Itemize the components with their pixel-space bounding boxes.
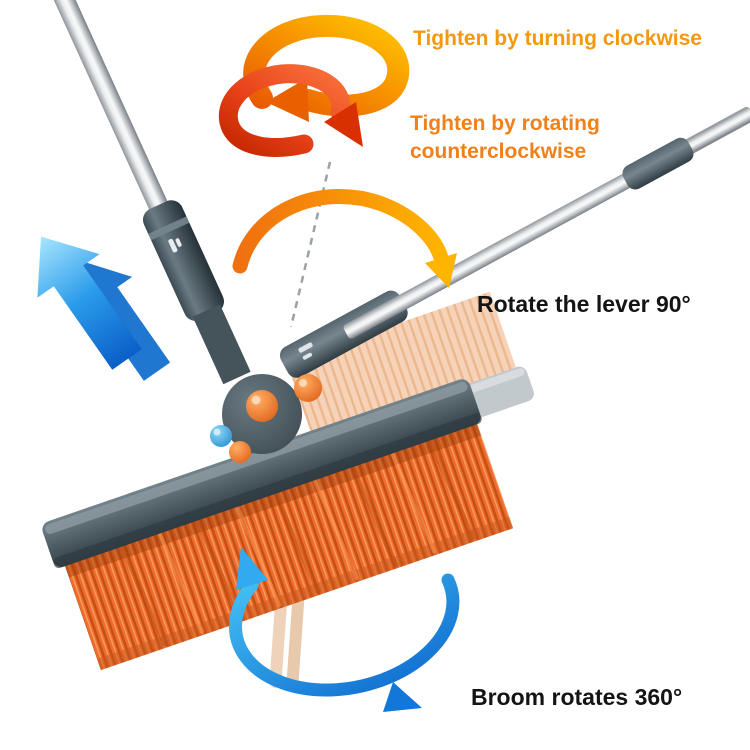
counterclockwise-arrow — [218, 64, 363, 157]
telescopic-collar — [622, 137, 694, 190]
annotation-tighten-clockwise: Tighten by turning clockwise — [413, 27, 702, 50]
annotation-broom-rotates: Broom rotates 360° — [471, 684, 683, 710]
orange-knob — [229, 441, 251, 463]
callout-dashed-line — [289, 161, 332, 328]
bristles — [63, 420, 514, 671]
annotation-rotate-lever: Rotate the lever 90° — [477, 291, 691, 317]
arrowhead — [324, 102, 363, 147]
orange-knob — [246, 390, 278, 422]
broom-handle-main — [53, 0, 251, 385]
ghost-bristles — [286, 291, 517, 440]
head-bar — [42, 379, 481, 567]
orange-knob — [294, 374, 322, 402]
blue-knob — [210, 425, 232, 447]
lift-arrow — [37, 236, 171, 381]
arrowhead — [425, 253, 457, 288]
arrowhead — [266, 78, 309, 122]
broom-head — [42, 379, 514, 671]
rotate-lever-arrow — [232, 189, 457, 288]
arrowhead — [236, 547, 268, 590]
clockwise-arrow — [243, 14, 410, 122]
rotation-360-arrow — [229, 547, 460, 712]
pivot-assembly — [210, 374, 322, 463]
arrowhead — [383, 682, 422, 712]
handle-connector — [142, 200, 225, 321]
annotation-tighten-counterclockwise: Tighten by rotating counterclockwise — [410, 112, 600, 163]
